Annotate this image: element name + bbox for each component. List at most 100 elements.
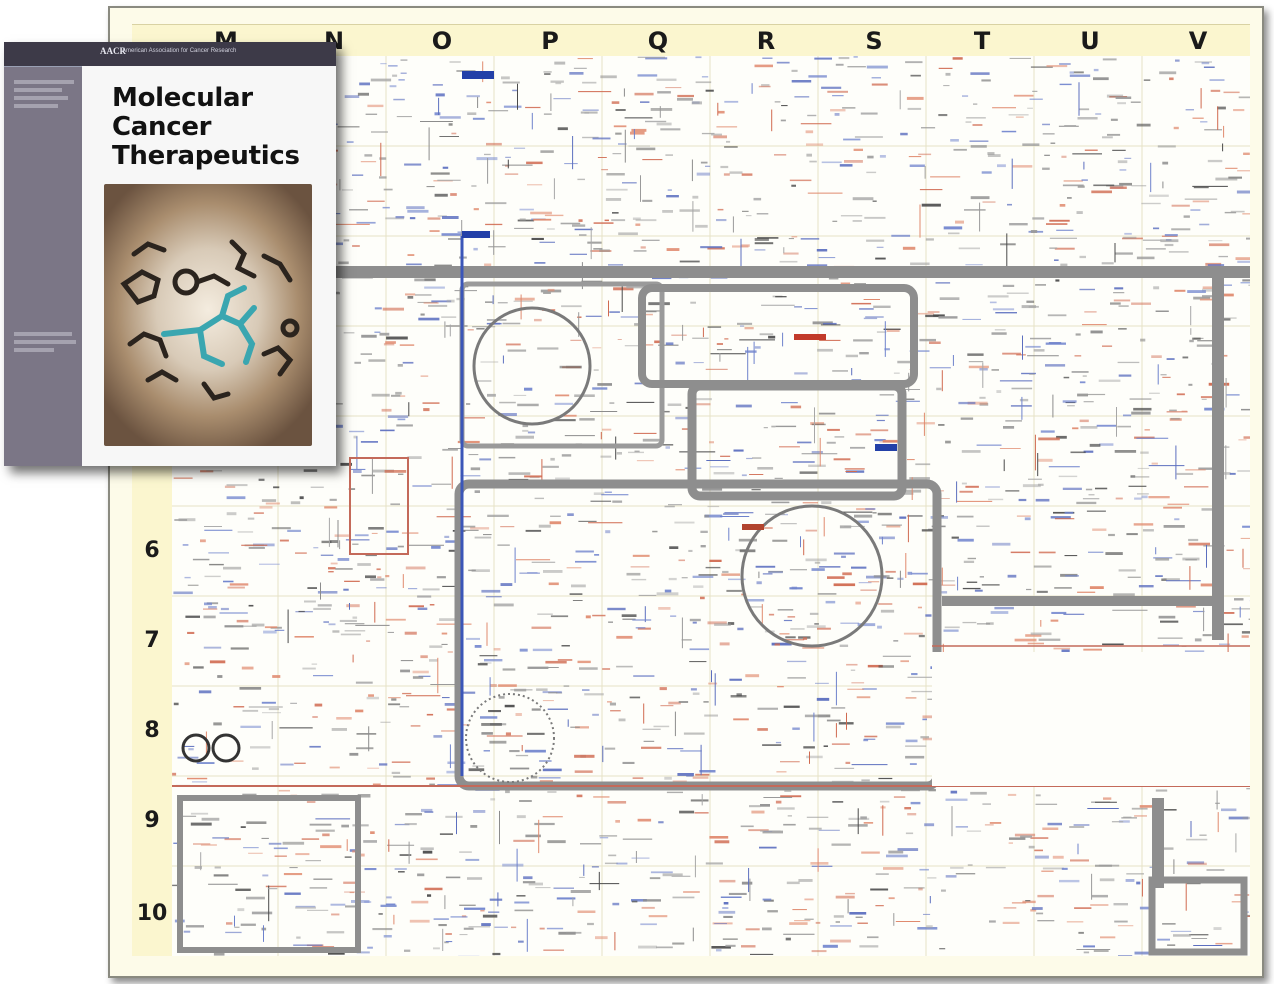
annotation-mark <box>958 539 974 542</box>
annotation-mark <box>642 240 660 241</box>
annotation-mark <box>665 87 681 88</box>
annotation-mark <box>338 262 348 265</box>
annotation-mark <box>760 333 774 335</box>
annotation-mark <box>1051 620 1059 622</box>
annotation-mark <box>544 73 550 75</box>
annotation-mark <box>690 619 701 621</box>
annotation-mark <box>490 798 495 800</box>
annotation-mark <box>609 402 614 404</box>
annotation-mark <box>1159 616 1176 619</box>
annotation-mark <box>1208 240 1222 241</box>
annotation-mark <box>365 575 376 578</box>
annotation-mark <box>960 491 973 493</box>
annotation-mark <box>464 908 485 910</box>
annotation-mark <box>779 446 800 447</box>
annotation-mark <box>388 415 408 418</box>
annotation-mark <box>1032 217 1044 219</box>
annotation-mark <box>201 844 217 845</box>
annotation-mark <box>717 349 732 350</box>
annotation-mark <box>846 762 851 764</box>
annotation-mark <box>903 247 915 250</box>
annotation-mark <box>206 470 222 471</box>
annotation-mark <box>191 823 212 826</box>
annotation-mark <box>547 228 555 229</box>
annotation-mark <box>804 899 813 901</box>
annotation-mark <box>1242 635 1249 638</box>
annotation-mark <box>1045 364 1065 367</box>
annotation-mark <box>715 840 730 843</box>
annotation-mark <box>349 209 368 210</box>
annotation-mark <box>365 868 377 870</box>
annotation-mark <box>494 927 508 928</box>
annotation-mark <box>400 706 410 707</box>
annotation-mark <box>849 818 870 820</box>
annotation-mark <box>505 174 518 175</box>
annotation-mark <box>1118 160 1128 163</box>
annotation-mark <box>746 599 765 602</box>
annotation-mark <box>468 570 476 572</box>
annotation-mark <box>446 941 452 942</box>
annotation-mark <box>637 460 654 461</box>
annotation-mark <box>677 98 693 101</box>
annotation-mark <box>660 687 667 690</box>
annotation-mark <box>859 945 878 947</box>
annotation-mark <box>592 347 601 348</box>
annotation-mark <box>403 362 414 364</box>
annotation-mark <box>693 585 703 588</box>
annotation-mark <box>515 298 535 301</box>
annotation-mark <box>649 915 668 917</box>
annotation-mark <box>1031 633 1052 636</box>
annotation-mark <box>666 446 671 449</box>
annotation-mark <box>302 838 319 840</box>
annotation-mark <box>388 697 401 698</box>
annotation-mark <box>666 342 674 345</box>
annotation-mark <box>405 293 415 295</box>
annotation-mark <box>1083 945 1095 947</box>
annotation-mark <box>955 221 964 224</box>
molecule-fragment <box>134 244 164 254</box>
annotation-mark <box>1124 158 1131 159</box>
annotation-mark <box>567 513 574 516</box>
annotation-mark <box>1222 623 1243 625</box>
annotation-mark <box>962 483 967 485</box>
annotation-mark <box>352 175 363 176</box>
annotation-mark <box>391 395 400 397</box>
annotation-mark <box>951 791 958 794</box>
annotation-mark <box>327 931 345 933</box>
annotation-mark <box>1237 170 1250 171</box>
annotation-mark <box>598 157 607 158</box>
annotation-mark <box>775 478 783 479</box>
annotation-mark <box>1133 408 1151 411</box>
annotation-mark <box>806 559 827 562</box>
annotation-mark <box>582 689 590 691</box>
annotation-mark <box>575 770 593 773</box>
annotation-mark <box>1193 118 1204 120</box>
annotation-mark <box>551 615 568 617</box>
annotation-mark <box>616 636 632 639</box>
annotation-mark <box>861 113 878 115</box>
annotation-mark <box>1138 468 1149 469</box>
annotation-mark <box>954 149 967 151</box>
molecule-fragment <box>204 384 228 398</box>
annotation-mark <box>328 567 336 569</box>
annotation-mark <box>377 568 381 570</box>
annotation-mark <box>759 86 771 88</box>
annotation-mark <box>1114 921 1128 923</box>
annotation-mark <box>755 238 769 241</box>
annotation-mark <box>723 916 732 918</box>
annotation-mark <box>989 920 996 922</box>
annotation-mark <box>645 121 666 122</box>
annotation-mark <box>480 716 497 719</box>
annotation-mark <box>499 696 505 699</box>
annotation-mark <box>1110 187 1127 190</box>
annotation-mark <box>355 534 369 536</box>
annotation-mark <box>781 120 786 122</box>
annotation-mark <box>409 605 424 607</box>
annotation-mark <box>1175 60 1180 62</box>
annotation-mark <box>1095 488 1107 490</box>
annotation-mark <box>473 118 485 120</box>
annotation-mark <box>917 422 935 424</box>
annotation-mark <box>505 790 510 793</box>
annotation-mark <box>667 792 683 793</box>
annotation-mark <box>1000 243 1016 245</box>
